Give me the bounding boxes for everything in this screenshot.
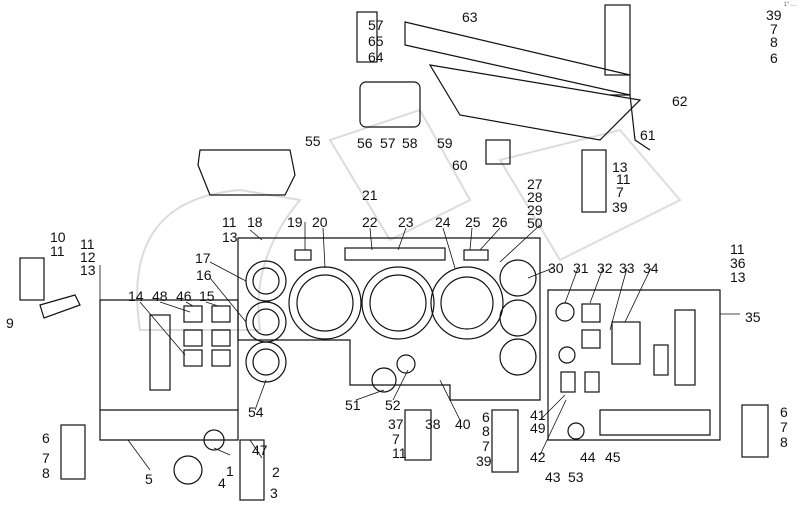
corner-mark: 1° ... (783, 2, 796, 8)
callout-label: 43 (545, 469, 561, 485)
callout-label: 32 (597, 260, 613, 276)
callout-label: 1 (226, 463, 234, 479)
callout-label: 20 (312, 214, 328, 230)
callout-label: 6 (42, 430, 50, 446)
callout-label: 7 (482, 438, 490, 454)
callout-label: 7 (616, 184, 624, 200)
callout-label: 30 (548, 260, 564, 276)
callout-label: 18 (247, 214, 263, 230)
callout-label: 48 (152, 288, 168, 304)
callout-label: 41 (530, 407, 546, 423)
callout-label: 65 (368, 33, 384, 49)
callout-label: 11 (392, 445, 407, 461)
callout-label: 21 (362, 187, 378, 203)
callout-label: 34 (643, 260, 659, 276)
callout-label: 17 (195, 250, 211, 266)
callout-label: 42 (530, 449, 546, 465)
callout-label: 19 (287, 214, 303, 230)
callout-label: 55 (305, 133, 321, 149)
callout-label: 13 (80, 262, 96, 278)
callout-label: 53 (568, 469, 584, 485)
callout-label: 64 (368, 49, 384, 65)
callout-label: 24 (435, 214, 451, 230)
callout-label: 11 (616, 171, 631, 187)
callout-label: 36 (730, 255, 746, 271)
callout-label: 37 (388, 416, 404, 432)
callout-label: 11 (730, 241, 745, 257)
callout-label: 51 (345, 397, 361, 413)
callout-label: 39 (612, 199, 628, 215)
cover-plate-55 (197, 149, 296, 196)
callout-label: 60 (452, 157, 468, 173)
callout-label: 13 (222, 229, 238, 245)
callout-label: 8 (770, 34, 778, 50)
callout-label: 26 (492, 214, 508, 230)
callout-label: 4 (218, 475, 226, 491)
callout-label: 2 (272, 464, 280, 480)
callout-label: 5 (145, 471, 153, 487)
callout-label: 8 (42, 465, 50, 481)
dashboard-center (237, 237, 541, 401)
callout-label: 39 (766, 7, 782, 23)
callout-label: 45 (605, 449, 621, 465)
callout-label: 8 (482, 423, 490, 439)
callout-label: 28 (527, 189, 543, 205)
callout-label: 50 (527, 215, 543, 231)
callout-label: 7 (780, 419, 788, 435)
callout-label: 14 (128, 288, 144, 304)
callout-label: 39 (476, 453, 492, 469)
bracket-leg (610, 94, 651, 151)
callout-label: 31 (573, 260, 589, 276)
callout-label: 57 (368, 17, 384, 33)
dashboard-left (99, 299, 239, 441)
callout-label: 16 (196, 267, 212, 283)
callout-label: 11 (222, 214, 237, 230)
callout-label: 25 (465, 214, 481, 230)
part-9 (39, 294, 81, 319)
callout-label: 44 (580, 449, 596, 465)
callout-label: 3 (270, 485, 278, 501)
callout-label: 33 (619, 260, 635, 276)
callout-label: 12 (80, 249, 96, 265)
callout-label: 22 (362, 214, 378, 230)
callout-label: 38 (425, 416, 441, 432)
callout-label: 7 (392, 431, 400, 447)
callout-label: 54 (248, 404, 264, 420)
dashboard-right (547, 289, 721, 441)
callout-label: 57 (380, 135, 396, 151)
callout-label: 61 (640, 127, 656, 143)
callout-label: 6 (482, 409, 490, 425)
callout-label: 6 (780, 404, 788, 420)
callout-label: 11 (50, 243, 65, 259)
part-60 (485, 139, 511, 165)
callout-label: 56 (357, 135, 373, 151)
callout-label: 13 (730, 269, 746, 285)
callout-label: 27 (527, 176, 543, 192)
callout-label: 7 (42, 450, 50, 466)
watermark (136, 108, 682, 331)
callout-label: 49 (530, 420, 546, 436)
callout-label: 8 (780, 434, 788, 450)
callout-label: 29 (527, 202, 543, 218)
callout-label: 15 (199, 288, 215, 304)
callout-label: 7 (770, 21, 778, 37)
callout-label: 62 (672, 93, 688, 109)
callout-label: 47 (252, 442, 268, 458)
callout-label: 58 (402, 135, 418, 151)
callout-label: 52 (385, 397, 401, 413)
callout-label: 23 (398, 214, 414, 230)
callout-label: 6 (770, 50, 778, 66)
callout-label: 13 (612, 159, 628, 175)
callout-label: 63 (462, 9, 478, 25)
callout-label: 10 (50, 229, 66, 245)
callout-label: 46 (176, 288, 192, 304)
callout-label: 40 (455, 416, 471, 432)
callout-label: 9 (6, 315, 14, 331)
callout-label: 11 (80, 236, 95, 252)
callout-label: 35 (745, 309, 761, 325)
callout-label: 59 (437, 135, 453, 151)
